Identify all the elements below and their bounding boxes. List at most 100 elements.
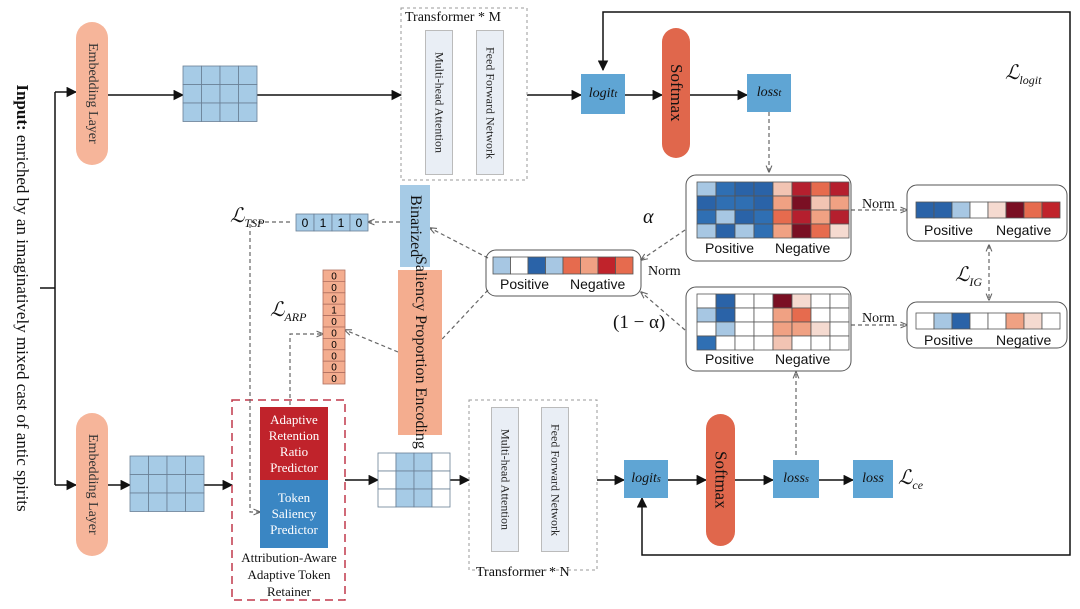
heatmap-cell	[772, 321, 793, 337]
grid-cell	[185, 455, 205, 475]
heatmap-cell	[829, 307, 850, 323]
loss-box: loss	[853, 460, 893, 498]
grid-cell	[395, 452, 415, 472]
heatmap-cell	[772, 335, 793, 351]
heatmap-cell	[715, 335, 736, 351]
heatmap-cell	[753, 307, 774, 323]
softmax-lower: Softmax	[706, 414, 735, 546]
retainer-caption: Attribution-Aware Adaptive Token Retaine…	[241, 550, 337, 599]
heatmap-cell	[696, 307, 717, 323]
heatmap-cell	[527, 256, 546, 275]
norm-label-lower: Norm	[862, 311, 895, 326]
heatmap-cell	[933, 312, 953, 330]
negative-label-middle: Negative	[570, 276, 626, 292]
heatmap-cell	[810, 181, 831, 197]
grid-cell	[201, 65, 221, 85]
heatmap-cell	[772, 293, 793, 309]
heatmap-right-upper-frame	[906, 184, 1068, 242]
negative-label-right-upper: Negative	[996, 222, 1052, 238]
saliency-proportion-encoding-block: Saliency Proportion Encoding	[398, 256, 442, 449]
token-saliency-predictor: Token Saliency Predictor	[260, 480, 328, 548]
heatmap-cell	[791, 195, 812, 211]
heatmap-cell	[1041, 201, 1061, 219]
heatmap-right-lower	[915, 312, 1061, 330]
grid-cell	[238, 102, 258, 122]
heatmap-cell	[810, 293, 831, 309]
heatmap-upper	[696, 181, 850, 239]
heatmap-upper-frame	[685, 174, 852, 262]
embedding-grid-lower	[129, 455, 205, 512]
proportion-digit: 0	[331, 317, 337, 328]
binarized-block: Binarized	[400, 185, 430, 267]
loss-ce-label: ℒce	[898, 467, 924, 492]
proportion-digit: 0	[331, 283, 337, 294]
heatmap-cell	[791, 223, 812, 239]
heatmap-cell	[1005, 312, 1025, 330]
grid-cell	[166, 455, 186, 475]
heatmap-right-lower-frame	[906, 301, 1068, 349]
grid-cell	[201, 102, 221, 122]
heatmap-cell	[734, 335, 755, 351]
heatmap-cell	[696, 293, 717, 309]
heatmap-cell	[810, 335, 831, 351]
grid-cell	[129, 492, 149, 512]
heatmap-cell	[715, 293, 736, 309]
heatmap-cell	[715, 321, 736, 337]
heatmap-cell	[510, 256, 529, 275]
heatmap-lower	[696, 293, 850, 351]
grid-cell	[219, 84, 239, 104]
heatmap-cell	[753, 195, 774, 211]
grid-cell	[148, 474, 168, 494]
heatmap-cell	[696, 335, 717, 351]
heatmap-cell	[597, 256, 616, 275]
grid-cell	[185, 492, 205, 512]
loss-ig-label: ℒIG	[955, 264, 983, 289]
heatmap-cell	[753, 181, 774, 197]
input-trunk-connectors	[40, 86, 78, 491]
heatmap-cell	[734, 195, 755, 211]
embedding-layer-lower: Embedding Layer	[76, 413, 108, 556]
heatmap-middle-frame	[485, 249, 642, 297]
heatmap-cell	[810, 209, 831, 225]
heatmap-cell	[829, 181, 850, 197]
heatmap-cell	[829, 209, 850, 225]
heatmap-cell	[810, 223, 831, 239]
grid-cell	[377, 452, 397, 472]
heatmap-cell	[1005, 201, 1025, 219]
heatmap-cell	[492, 256, 511, 275]
binary-digit: 1	[338, 216, 345, 230]
binary-digit: 0	[302, 216, 309, 230]
grid-cell	[166, 492, 186, 512]
grid-cell	[413, 488, 433, 508]
loss-tsp-label: ℒTSP	[230, 205, 265, 230]
negative-label-lower: Negative	[775, 351, 831, 367]
heatmap-cell	[715, 195, 736, 211]
heatmap-cell	[734, 209, 755, 225]
heatmap-cell	[734, 307, 755, 323]
grid-cell	[182, 84, 202, 104]
grid-cell	[431, 488, 451, 508]
upper-flow-arrows	[108, 11, 1071, 288]
grid-cell	[413, 470, 433, 490]
heatmap-cell	[829, 335, 850, 351]
heatmap-cell	[562, 256, 581, 275]
one-minus-alpha-label: (1 − α)	[613, 312, 666, 333]
heatmap-lower-frame	[685, 286, 852, 372]
heatmap-cell	[791, 181, 812, 197]
negative-label-upper: Negative	[775, 240, 831, 256]
grid-cell	[395, 488, 415, 508]
heatmap-cell	[951, 312, 971, 330]
transformer-n-ffn: Feed Forward Network	[541, 407, 569, 552]
heatmap-cell	[1023, 312, 1043, 330]
heatmap-cell	[696, 321, 717, 337]
heatmap-cell	[734, 293, 755, 309]
grid-cell	[148, 455, 168, 475]
transformer-m-attention: Multi-head Attention	[425, 30, 453, 175]
heatmap-cell	[696, 223, 717, 239]
binary-digit: 1	[320, 216, 327, 230]
lower-flow-arrows	[108, 288, 1071, 556]
grid-cell	[129, 455, 149, 475]
heatmap-cell	[715, 223, 736, 239]
